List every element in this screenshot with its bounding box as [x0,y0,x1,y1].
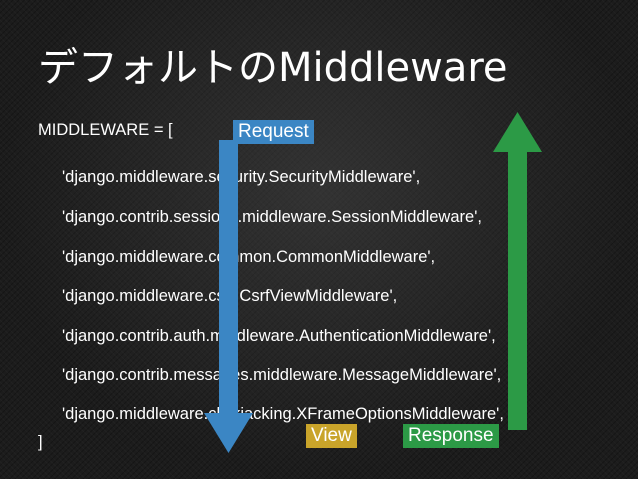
code-line-security: 'django.middleware.security.SecurityMidd… [62,168,421,186]
code-line-common: 'django.middleware.common.CommonMiddlewa… [62,248,436,266]
code-line-open: MIDDLEWARE = [ [38,121,173,139]
code-line-auth: 'django.contrib.auth.middleware.Authenti… [62,327,496,345]
request-down-arrow [204,140,253,453]
request-label: Request [233,120,314,144]
response-label: Response [403,424,499,448]
code-line-clickjacking: 'django.middleware.clickjacking.XFrameOp… [62,405,504,423]
view-label: View [306,424,357,448]
response-up-arrow [493,112,542,430]
code-line-messages: 'django.contrib.messages.middleware.Mess… [62,366,502,384]
slide-title: デフォルトのMiddleware [38,45,508,91]
code-line-session: 'django.contrib.sessions.middleware.Sess… [62,208,482,226]
code-line-close: ] [38,433,43,451]
